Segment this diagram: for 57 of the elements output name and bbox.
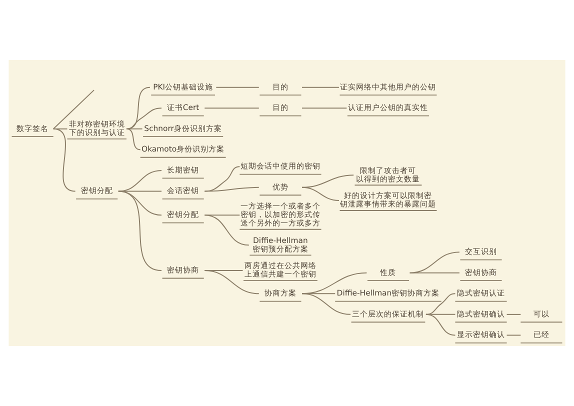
- connector: [409, 272, 460, 274]
- node-text: 证实网络中其他用户的公钥: [340, 82, 436, 92]
- connector: [302, 186, 340, 201]
- node-text: 一方选择一个或者多个密钥，以加密的形式传送个另外的一方或多方: [240, 202, 320, 228]
- node-text: 两房通过在公共网络上通信共建一个密钥: [244, 261, 316, 279]
- node-text: 非对称密钥环境下的识别与认证: [68, 120, 125, 138]
- node-text: 证书Cert: [166, 103, 200, 112]
- node-text: 可以: [533, 309, 550, 318]
- connector: [506, 314, 522, 315]
- connector: [118, 170, 162, 192]
- connector: [302, 293, 336, 294]
- node-text: 隐式密钥认证: [457, 288, 506, 298]
- node-text: 密钥分配: [80, 186, 113, 196]
- node-text: 密钥分配: [167, 210, 200, 220]
- node-text: 优势: [272, 182, 288, 192]
- node-text: 已经: [533, 330, 550, 340]
- node-text: 密钥协商: [167, 265, 200, 274]
- node-text: 三个层次的保证机制: [352, 309, 424, 318]
- node-text: Schnorr身份识别方案: [144, 124, 222, 133]
- node-text: Okamoto身份识别方案: [142, 144, 225, 154]
- connector: [302, 272, 368, 294]
- connector: [409, 252, 460, 274]
- connector: [118, 190, 162, 272]
- node-text: 目的: [272, 82, 288, 92]
- node-text: 交互识别: [465, 247, 498, 256]
- node-text: 会话密钥: [167, 186, 200, 196]
- node-text: 密钥协商: [465, 268, 498, 277]
- connector: [204, 186, 260, 192]
- connector: [204, 270, 260, 294]
- node-text: 限制了攻击者可以得到的密文数量: [356, 166, 420, 184]
- node-text: 好的设计方案可以限制密钥泄露事情带来的暴露问题: [340, 191, 436, 209]
- node-text: 短期会话中使用的密钥: [240, 162, 320, 171]
- connector: [425, 314, 456, 336]
- node-text: 隐式密钥确认: [457, 309, 506, 318]
- node-text: 协商方案: [264, 288, 296, 298]
- node-text: 长期密钥: [167, 165, 200, 174]
- connector: [52, 128, 76, 192]
- node-text: Diffie-Hellman密钥协商方案: [336, 288, 440, 298]
- node-text: 数字签名: [16, 124, 49, 133]
- node-text: 目的: [272, 103, 288, 112]
- connector: [204, 108, 260, 109]
- node-text: 性质: [380, 268, 396, 277]
- connector: [425, 293, 456, 315]
- connector: [126, 128, 141, 150]
- node-text: 认证用户公钥的真实性: [348, 103, 428, 112]
- connector: [126, 108, 162, 130]
- connector: [204, 214, 250, 246]
- connector: [302, 293, 352, 315]
- node-text: Diffie-Hellman密钥预分配方案: [252, 236, 308, 254]
- connector: [506, 334, 522, 336]
- connector: [52, 90, 95, 130]
- connector: [216, 86, 260, 88]
- connector: [302, 86, 340, 88]
- node-text: PKI公钥基础设施: [153, 82, 214, 92]
- connector: [302, 108, 348, 109]
- connector: [204, 214, 240, 216]
- node-text: 显示密钥确认: [457, 330, 506, 340]
